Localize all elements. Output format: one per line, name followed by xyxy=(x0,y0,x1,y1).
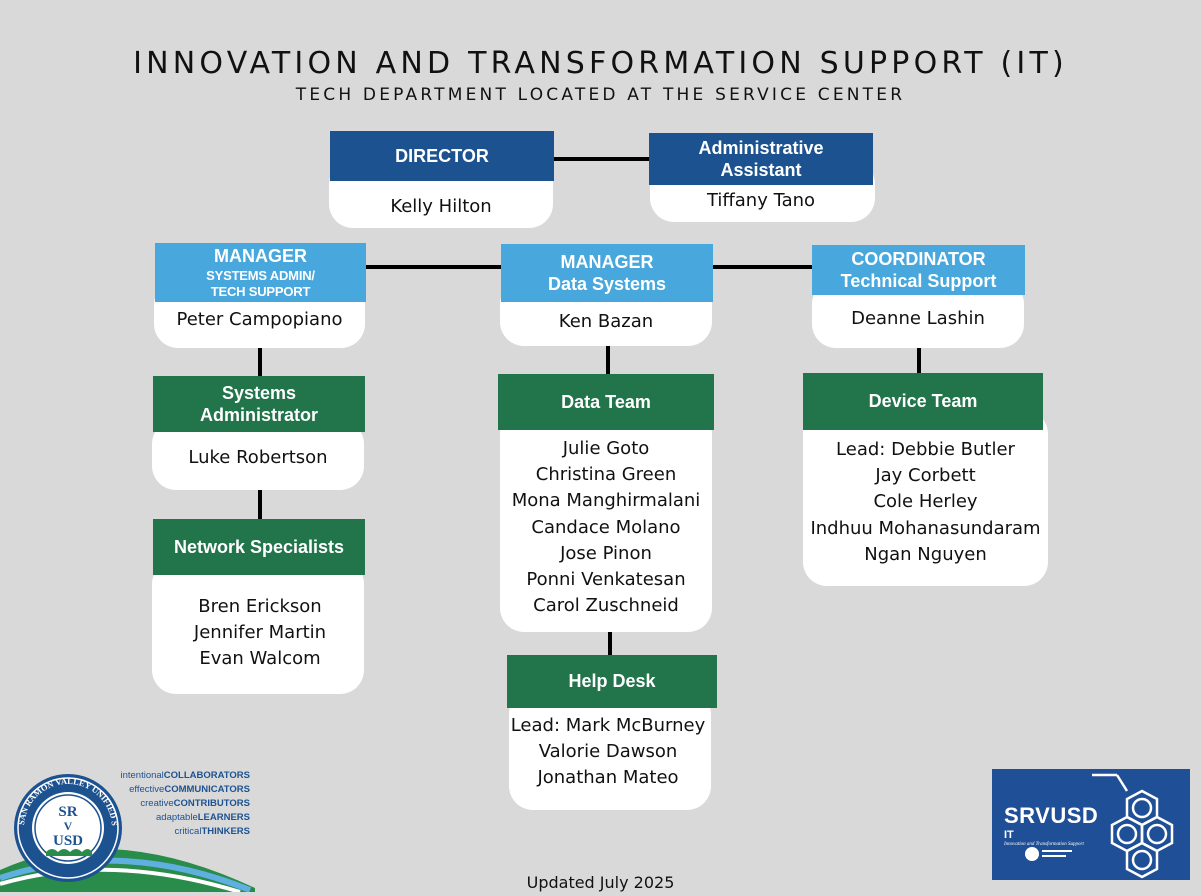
systems-admin-role-line2: Administrator xyxy=(199,405,318,425)
connector-systems-manager-admin xyxy=(258,346,262,378)
admin-assistant-name: Tiffany Tano xyxy=(706,190,816,211)
connector-data-team-helpdesk xyxy=(608,630,612,657)
list-item: Ngan Nguyen xyxy=(864,543,987,565)
list-item: Jonathan Mateo xyxy=(537,767,679,789)
network-members: Bren Erickson Jennifer Martin Evan Walco… xyxy=(152,594,368,673)
list-item: Lead: Mark McBurney xyxy=(510,715,706,736)
hexagon-network-icon xyxy=(1025,773,1174,879)
director-role: DIRECTOR xyxy=(395,145,489,166)
manager-systems-role: MANAGER xyxy=(214,246,307,266)
connector-coordinator-device xyxy=(917,346,921,376)
device-team-role: Device Team xyxy=(868,391,978,412)
list-item: Evan Walcom xyxy=(199,648,321,670)
value-line: adaptableLEARNERS xyxy=(156,812,250,823)
device-team-header: Device Team xyxy=(803,373,1043,430)
network-card xyxy=(152,560,364,694)
seal-top-text: SR xyxy=(58,804,77,820)
list-item: Carol Zuschneid xyxy=(533,595,679,617)
systems-admin-name: Luke Robertson xyxy=(188,447,328,468)
page-title: INNOVATION AND TRANSFORMATION SUPPORT (I… xyxy=(133,46,1068,81)
seal-mid-text: V xyxy=(64,819,73,833)
device-team-card xyxy=(803,410,1048,586)
manager-data-sub: Data Systems xyxy=(547,274,667,294)
systems-admin-role-line1: Systems xyxy=(221,382,297,403)
list-item: Christina Green xyxy=(535,464,677,486)
manager-data-name: Ken Bazan xyxy=(558,311,654,332)
district-logo: SAN RAMON VALLEY UNIFIED SCHOOL DISTRICT… xyxy=(0,752,260,894)
list-item: Jay Corbett xyxy=(875,465,976,487)
help-desk-role: Help Desk xyxy=(568,671,656,692)
list-item: Ponni Venkatesan xyxy=(526,569,686,591)
list-item: Jennifer Martin xyxy=(193,622,327,644)
admin-assistant-header: Administrative Assistant xyxy=(649,133,873,185)
list-item: Candace Molano xyxy=(531,516,681,538)
manager-systems-sub2: TECH SUPPORT xyxy=(210,283,311,299)
director-name: Kelly Hilton xyxy=(390,196,492,217)
district-values: intentionalCOLLABORATORS effectiveCOMMUN… xyxy=(110,769,250,839)
list-item: Indhuu Mohanasundaram xyxy=(810,517,1041,539)
manager-systems-sub1: SYSTEMS ADMIN/ xyxy=(206,267,315,283)
data-team-members: Julie Goto Christina Green Mona Manghirm… xyxy=(500,436,712,619)
connector-admin-network xyxy=(258,488,262,520)
it-logo-tagline: Innovation and Transformation Support xyxy=(1004,842,1084,847)
value-line: intentionalCOLLABORATORS xyxy=(120,770,250,781)
list-item: Bren Erickson xyxy=(198,596,322,617)
updated-date: Updated July 2025 xyxy=(526,873,675,892)
list-item: Julie Goto xyxy=(562,438,650,459)
list-item: Valorie Dawson xyxy=(538,741,678,763)
district-seal-graphic: SAN RAMON VALLEY UNIFIED SCHOOL DISTRICT… xyxy=(0,752,255,894)
help-desk-members: Lead: Mark McBurney Valorie Dawson Jonat… xyxy=(507,713,709,792)
value-line: creativeCONTRIBUTORS xyxy=(140,798,250,809)
list-item: Jose Pinon xyxy=(560,542,652,564)
director-header: DIRECTOR xyxy=(330,131,554,181)
coordinator-header: COORDINATOR Technical Support xyxy=(812,245,1025,295)
page-subtitle: TECH DEPARTMENT LOCATED AT THE SERVICE C… xyxy=(295,85,906,105)
network-role: Network Specialists xyxy=(173,536,345,557)
list-item: Cole Herley xyxy=(873,491,978,513)
admin-assistant-role-line2: Assistant xyxy=(720,160,802,180)
coordinator-sub: Technical Support xyxy=(840,271,997,291)
list-item: Mona Manghirmalani xyxy=(511,490,701,512)
data-team-role: Data Team xyxy=(561,391,651,412)
connector-data-manager-team xyxy=(606,344,610,376)
network-header: Network Specialists xyxy=(153,519,365,575)
help-desk-header: Help Desk xyxy=(507,655,717,708)
manager-data-role: MANAGER xyxy=(560,251,654,272)
value-line: effectiveCOMMUNICATORS xyxy=(129,784,250,795)
device-team-members: Lead: Debbie Butler Jay Corbett Cole Her… xyxy=(803,437,1048,568)
value-line: criticalTHINKERS xyxy=(174,826,250,837)
coordinator-role: COORDINATOR xyxy=(851,248,986,269)
srvusd-it-logo: SRVUSD IT Innovation and Transformation … xyxy=(992,769,1190,880)
data-team-header: Data Team xyxy=(498,374,714,430)
admin-assistant-role-line1: Administrative xyxy=(698,137,824,158)
data-team-card xyxy=(500,410,712,632)
it-logo-name: SRVUSD xyxy=(1004,803,1099,828)
manager-systems-name: Peter Campopiano xyxy=(176,309,343,330)
manager-data-header: MANAGER Data Systems xyxy=(501,244,713,302)
coordinator-name: Deanne Lashin xyxy=(851,308,985,329)
it-logo-sub: IT xyxy=(1004,829,1014,841)
manager-systems-header: MANAGER SYSTEMS ADMIN/ TECH SUPPORT xyxy=(155,243,366,302)
systems-admin-header: Systems Administrator xyxy=(153,376,365,432)
connector-director-assistant xyxy=(553,157,651,161)
help-desk-card xyxy=(509,690,711,810)
seal-bottom-text: USD xyxy=(53,833,83,849)
list-item: Lead: Debbie Butler xyxy=(836,439,1015,460)
